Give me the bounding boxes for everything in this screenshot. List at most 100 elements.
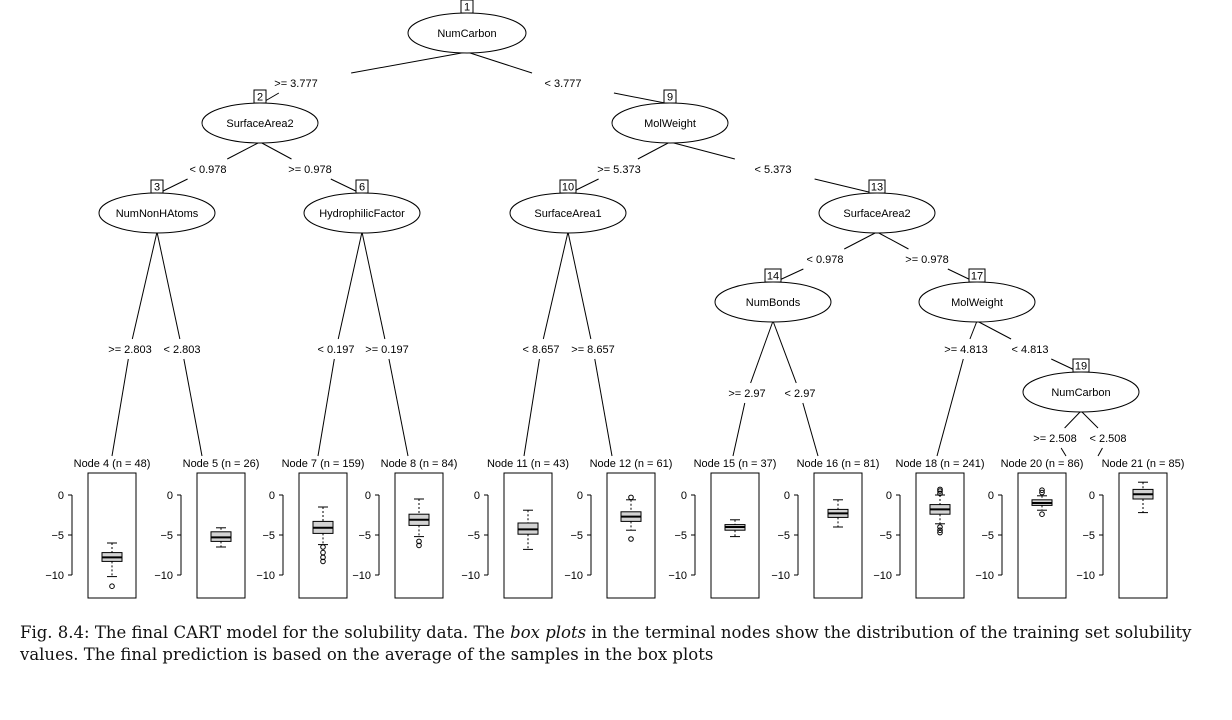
- leaf-panel: [394, 472, 444, 599]
- tree-node: SurfaceArea1 10: [509, 179, 627, 234]
- y-tick-label: −5: [879, 530, 892, 542]
- node-id-box: [559, 179, 577, 194]
- leaf-title: Node 21 (n = 85): [1102, 458, 1185, 470]
- tree-edge: [732, 402, 746, 457]
- tree-edge: [183, 358, 203, 457]
- split-label: < 0.978: [189, 164, 226, 176]
- tree-edge: [1097, 447, 1103, 457]
- node-id-box: [355, 179, 369, 194]
- split-label: < 5.373: [754, 164, 791, 176]
- y-tick-label: −10: [564, 570, 583, 582]
- tree-nodes: NumCarbon1SurfaceArea22MolWeight9NumNonH…: [98, 0, 1140, 413]
- y-tick-label: 0: [474, 490, 480, 502]
- leaf-panel: [87, 472, 137, 599]
- outlier-point: [937, 524, 943, 530]
- leaf-panel: [915, 472, 965, 599]
- tree-edge: [542, 231, 569, 340]
- tree-edge: [669, 141, 735, 160]
- y-tick-label: 0: [988, 490, 994, 502]
- y-tick-label: 0: [58, 490, 64, 502]
- tree-edge: [1060, 447, 1067, 457]
- terminal-node: Node 8 (n = 84)0−5−10: [352, 458, 458, 599]
- y-tick-label: −10: [1076, 570, 1095, 582]
- terminal-node: Node 20 (n = 86) 0 −5 −10: [975, 458, 1084, 599]
- outlier-point: [937, 490, 943, 497]
- split-label: < 8.657: [522, 344, 559, 356]
- tree-edges: [111, 51, 1103, 457]
- tree-edge: [131, 231, 158, 340]
- y-tick-label: −10: [975, 570, 994, 582]
- outlier-point: [320, 544, 326, 550]
- node-variable-label: NumCarbon: [437, 28, 496, 40]
- leaf-title: Node 5 (n = 26): [183, 458, 260, 470]
- outlier-point: [109, 583, 115, 590]
- leaf-title: Node 8 (n = 84): [381, 458, 458, 470]
- node-variable-label: MolWeight: [951, 297, 1003, 309]
- y-tick-label: −5: [160, 530, 173, 542]
- tree-edge: [772, 320, 797, 384]
- y-tick-label: 0: [577, 490, 583, 502]
- y-tick-label: 0: [269, 490, 275, 502]
- split-label: >= 0.197: [365, 344, 408, 356]
- split-label: >= 5.373: [597, 164, 640, 176]
- y-tick-label: −10: [873, 570, 892, 582]
- leaf-title: Node 4 (n = 48): [74, 458, 151, 470]
- y-tick-label: 0: [681, 490, 687, 502]
- split-label: < 0.978: [806, 254, 843, 266]
- tree-edge: [388, 358, 409, 457]
- terminal-node: Node 4 (n = 48)0−5−10: [45, 458, 151, 599]
- y-tick-label: −5: [570, 530, 583, 542]
- tree-edge: [337, 231, 363, 340]
- split-label: >= 2.508: [1033, 433, 1076, 445]
- split-label: >= 0.978: [288, 164, 331, 176]
- y-tick-label: −5: [981, 530, 994, 542]
- terminal-node: Node 18 (n = 241) 0 −5 −10: [873, 458, 985, 599]
- leaf-panel: [813, 472, 863, 599]
- split-label: >= 4.813: [944, 344, 987, 356]
- node-id: 1: [464, 2, 470, 14]
- y-tick-label: −10: [668, 570, 687, 582]
- tree-edge: [259, 141, 292, 160]
- split-label: < 2.97: [785, 388, 816, 400]
- leaf-title: Node 15 (n = 37): [694, 458, 777, 470]
- tree-edge: [876, 231, 909, 250]
- y-tick-label: −10: [461, 570, 480, 582]
- tree-edge: [1080, 410, 1099, 429]
- node-variable-label: SurfaceArea1: [534, 208, 601, 220]
- outlier-point: [628, 494, 634, 501]
- leaf-panel: [298, 472, 348, 599]
- outlier-point: [937, 488, 943, 494]
- node-id-box: [968, 268, 986, 283]
- outlier-point: [320, 558, 326, 565]
- split-label: >= 0.978: [905, 254, 948, 266]
- y-tick-label: −5: [467, 530, 480, 542]
- tree-node: NumCarbon 1: [407, 0, 527, 54]
- y-tick-label: 0: [886, 490, 892, 502]
- tree-edge: [466, 51, 533, 74]
- terminal-node: Node 16 (n = 81)0−5−10: [771, 458, 879, 599]
- caption-emphasis: box plots: [510, 623, 587, 642]
- leaf-title: Node 18 (n = 241): [896, 458, 985, 470]
- tree-edge: [361, 231, 386, 340]
- split-label: >= 2.97: [728, 388, 765, 400]
- terminal-node: Node 5 (n = 26)0−5−10: [154, 458, 260, 599]
- split-label: < 2.803: [163, 344, 200, 356]
- node-variable-label: SurfaceArea2: [843, 208, 910, 220]
- node-id: 10: [562, 182, 574, 194]
- leaf-title: Node 20 (n = 86): [1001, 458, 1084, 470]
- tree-edge: [969, 320, 978, 340]
- leaf-title: Node 11 (n = 43): [487, 458, 569, 470]
- tree-edge: [351, 51, 468, 74]
- leaf-title: Node 12 (n = 61): [590, 458, 673, 470]
- tree-edge: [317, 358, 335, 457]
- node-id-box: [868, 179, 886, 194]
- node-variable-label: MolWeight: [644, 118, 696, 130]
- y-tick-label: 0: [167, 490, 173, 502]
- y-tick-label: 0: [1089, 490, 1095, 502]
- tree-edge: [594, 358, 613, 457]
